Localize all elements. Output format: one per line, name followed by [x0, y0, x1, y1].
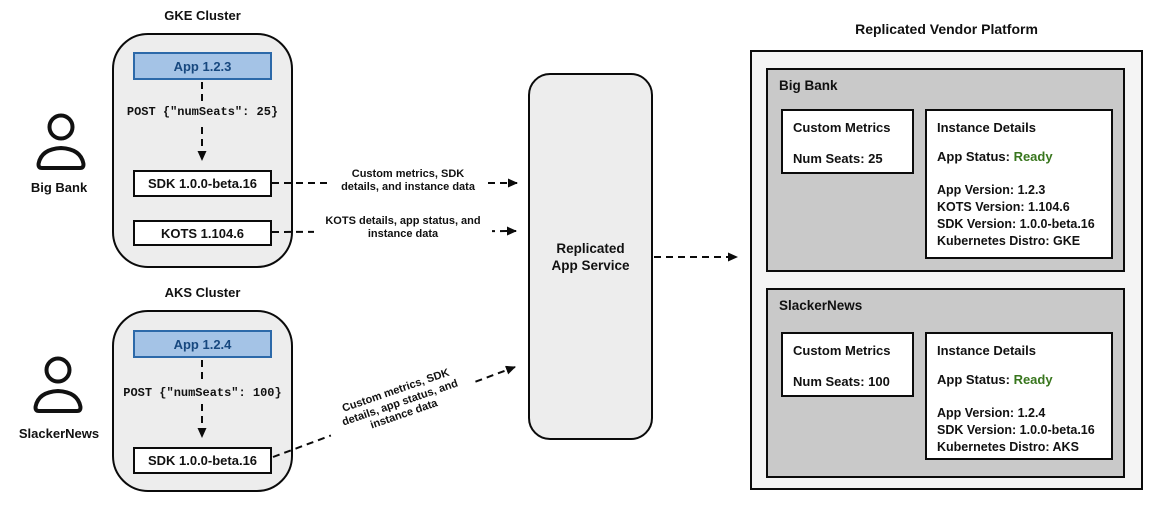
- detail-app-version: App Version: 1.2.4: [937, 406, 1046, 420]
- app-status-line: App Status: Ready: [937, 372, 1053, 387]
- persona-label-big-bank: Big Bank: [30, 180, 88, 195]
- vendor-panel-name-big-bank: Big Bank: [779, 78, 838, 93]
- detail-app-version: App Version: 1.2.3: [937, 183, 1046, 197]
- instance-details-box-big-bank: Instance Details App Status: Ready App V…: [925, 109, 1113, 259]
- post-numseats-label-gke: POST {"numSeats": 25}: [126, 105, 279, 119]
- custom-metrics-title: Custom Metrics: [793, 120, 891, 135]
- aks-cluster-title: AKS Cluster: [164, 285, 241, 300]
- app-status-value: Ready: [1013, 372, 1053, 387]
- user-icon: [33, 356, 83, 413]
- detail-k8s-distro: Kubernetes Distro: GKE: [937, 234, 1081, 248]
- instance-details-box-slackernews: Instance Details App Status: Ready App V…: [925, 332, 1113, 460]
- num-seats-value: Num Seats: 25: [793, 151, 883, 166]
- app-status-label: App Status:: [937, 372, 1014, 387]
- gke-cluster-title: GKE Cluster: [164, 8, 241, 23]
- app-status-line: App Status: Ready: [937, 149, 1053, 164]
- persona-label-slackernews: SlackerNews: [18, 426, 100, 441]
- sdk-box-aks: SDK 1.0.0-beta.16: [133, 447, 272, 474]
- app-status-value: Ready: [1013, 149, 1053, 164]
- custom-metrics-title: Custom Metrics: [793, 343, 891, 358]
- arrow-label-kots-data: KOTS details, app status, and instance d…: [314, 215, 492, 240]
- app-status-label: App Status:: [937, 149, 1014, 164]
- sdk-box-gke: SDK 1.0.0-beta.16: [133, 170, 272, 197]
- vendor-panel-slackernews: SlackerNews Custom Metrics Num Seats: 10…: [766, 288, 1125, 478]
- vendor-panel-name-slackernews: SlackerNews: [779, 298, 863, 313]
- custom-metrics-box-big-bank: Custom Metrics Num Seats: 25: [781, 109, 914, 174]
- instance-detail-lines: App Version: 1.2.4 SDK Version: 1.0.0-be…: [937, 405, 1095, 456]
- service-label-line2: App Service: [551, 257, 630, 273]
- arrow-label-line: Custom metrics, SDK: [351, 168, 465, 180]
- detail-k8s-distro: Kubernetes Distro: AKS: [937, 440, 1079, 454]
- app-version-box-aks: App 1.2.4: [133, 330, 272, 358]
- app-version-box-gke: App 1.2.3: [133, 52, 272, 80]
- detail-sdk-version: SDK Version: 1.0.0-beta.16: [937, 217, 1095, 231]
- arrow-label-line: KOTS details, app status, and: [325, 215, 481, 227]
- user-icon: [36, 113, 86, 170]
- arrow-label-line: instance data: [367, 227, 439, 240]
- detail-kots-version: KOTS Version: 1.104.6: [937, 200, 1070, 214]
- arrow-label-sdk-data: Custom metrics, SDK details, and instanc…: [332, 168, 484, 193]
- vendor-panel-big-bank: Big Bank Custom Metrics Num Seats: 25 In…: [766, 68, 1125, 272]
- vendor-platform-title: Replicated Vendor Platform: [855, 21, 1038, 37]
- detail-sdk-version: SDK Version: 1.0.0-beta.16: [937, 423, 1095, 437]
- kots-box-gke: KOTS 1.104.6: [133, 220, 272, 246]
- arrow-label-line: details, and instance data: [341, 180, 475, 193]
- service-label-line1: Replicated: [556, 240, 625, 256]
- replicated-app-service-box: Replicated App Service: [528, 73, 653, 440]
- post-numseats-label-aks: POST {"numSeats": 100}: [123, 386, 282, 400]
- arrow-label-sdk-aks-data: Custom metrics, SDK details, app status,…: [322, 360, 478, 446]
- instance-detail-lines: App Version: 1.2.3 KOTS Version: 1.104.6…: [937, 182, 1095, 250]
- num-seats-value: Num Seats: 100: [793, 374, 890, 389]
- custom-metrics-box-slackernews: Custom Metrics Num Seats: 100: [781, 332, 914, 397]
- instance-details-title: Instance Details: [937, 120, 1036, 135]
- instance-details-title: Instance Details: [937, 343, 1036, 358]
